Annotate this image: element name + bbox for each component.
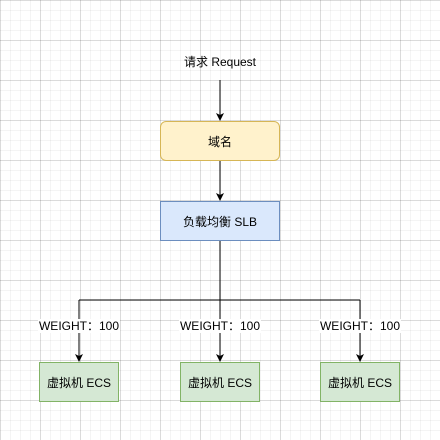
slb-node[interactable]: 负载均衡 SLB: [160, 201, 280, 241]
ecs-node-1[interactable]: 虚拟机 ECS: [39, 362, 119, 402]
ecs-node-3[interactable]: 虚拟机 ECS: [320, 362, 400, 402]
weight-label-1: WEIGHT：100: [37, 319, 121, 333]
weight-label-3: WEIGHT：100: [318, 319, 402, 333]
request-label: 请求 Request: [183, 55, 257, 69]
weight-label-2: WEIGHT：100: [178, 319, 262, 333]
domain-node[interactable]: 域名: [160, 121, 280, 161]
ecs-node-2[interactable]: 虚拟机 ECS: [180, 362, 260, 402]
